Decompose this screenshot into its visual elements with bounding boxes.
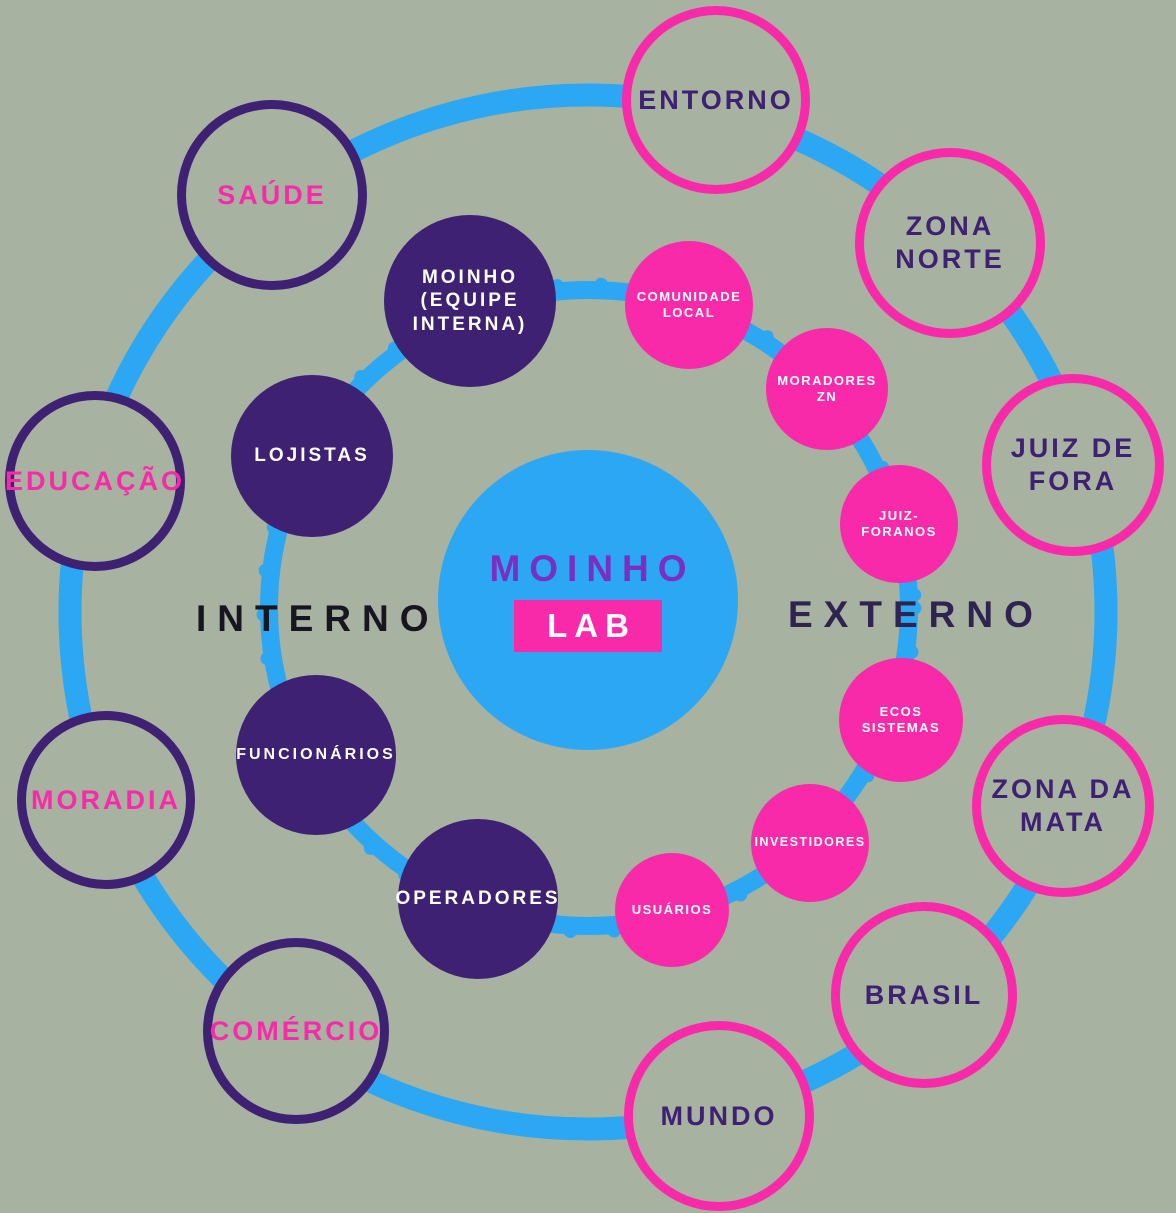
node-comercio: COMÉRCIO (203, 938, 389, 1124)
node-juiz-de-fora: JUIZ DE FORA (982, 374, 1164, 556)
node-mundo-label: MUNDO (660, 1100, 778, 1131)
node-zona-da-mata: ZONA DA MATA (972, 715, 1154, 897)
node-funcionarios: FUNCIONÁRIOS (236, 675, 396, 835)
center-badge: LAB (514, 600, 662, 652)
node-saude: SAÚDE (177, 100, 367, 290)
outer-ring (58, 83, 1118, 1141)
node-brasil-label: BRASIL (864, 979, 984, 1010)
node-mundo: MUNDO (624, 1021, 814, 1211)
node-operadores-label: OPERADORES (395, 888, 561, 910)
node-ecos-sistemas: ECOS SISTEMAS (839, 658, 963, 782)
node-moradores-zn-label: MORADORES ZN (777, 373, 877, 404)
node-entorno: ENTORNO (622, 6, 810, 194)
node-zona-da-mata-label: ZONA DA MATA (991, 774, 1135, 837)
region-label-interno: INTERNO (196, 598, 440, 639)
node-educacao: EDUCAÇÃO (5, 391, 185, 571)
node-operadores: OPERADORES (395, 819, 561, 979)
node-comercio-label: COMÉRCIO (209, 1015, 383, 1046)
node-moinho-equipe-interna-label: MOINHO (EQUIPE INTERNA) (412, 267, 528, 335)
node-zona-norte-label: ZONA NORTE (895, 211, 1005, 274)
node-usuarios-label: USUÁRIOS (631, 902, 713, 918)
node-investidores: INVESTIDORES (751, 784, 869, 902)
node-moradia: MORADIA (17, 711, 195, 889)
node-zona-norte: ZONA NORTE (855, 148, 1045, 338)
node-brasil: BRASIL (831, 902, 1017, 1088)
node-ecos-sistemas-label: ECOS SISTEMAS (861, 704, 941, 735)
node-investidores-label: INVESTIDORES (754, 835, 866, 850)
node-comunidade-local-label: COMUNIDADE LOCAL (636, 289, 742, 320)
node-usuarios: USUÁRIOS (615, 853, 729, 967)
node-entorno-label: ENTORNO (638, 84, 794, 115)
node-juiz-foranos: JUIZ- FORANOS (840, 465, 958, 583)
node-moradia-label: MORADIA (31, 784, 181, 815)
center-title: MOINHO (489, 548, 696, 589)
node-lojistas: LOJISTAS (231, 375, 393, 537)
node-educacao-label: EDUCAÇÃO (5, 465, 186, 496)
node-funcionarios-label: FUNCIONÁRIOS (236, 746, 396, 764)
node-comunidade-local: COMUNIDADE LOCAL (625, 241, 753, 369)
region-label-externo: EXTERNO (788, 594, 1044, 635)
node-juiz-de-fora-label: JUIZ DE FORA (1010, 433, 1136, 496)
inner-ring-scallops (256, 277, 922, 939)
center-hub: MOINHO LAB (438, 450, 738, 750)
node-saude-label: SAÚDE (217, 179, 327, 210)
node-moinho-equipe-interna: MOINHO (EQUIPE INTERNA) (384, 215, 556, 387)
node-lojistas-label: LOJISTAS (254, 445, 370, 467)
node-moradores-zn: MORADORES ZN (766, 328, 888, 450)
node-juiz-foranos-label: JUIZ- FORANOS (861, 508, 937, 539)
